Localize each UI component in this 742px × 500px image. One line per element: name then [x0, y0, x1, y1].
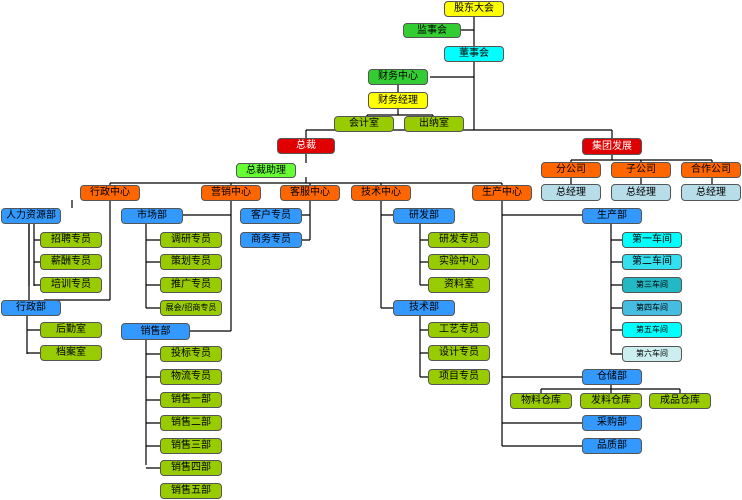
node-workshop-3: 第三车间	[622, 277, 682, 293]
node-business-spec: 商务专员	[240, 232, 302, 248]
node-workshop-4: 第四车间	[622, 300, 682, 316]
node-board: 董事会	[444, 46, 504, 62]
node-admin-center: 行政中心	[80, 185, 140, 201]
node-archive: 档案室	[40, 345, 102, 361]
node-service-center: 客服中心	[280, 185, 340, 201]
node-sales-3: 销售三部	[160, 438, 222, 454]
node-finance-center: 财务中心	[368, 69, 428, 85]
node-research-spec: 调研专员	[160, 232, 222, 248]
node-product-store: 成品仓库	[649, 393, 711, 409]
node-supervisory: 监事会	[403, 23, 461, 38]
node-recruit: 招聘专员	[40, 232, 102, 248]
node-sales-dept: 销售部	[121, 323, 190, 340]
node-accounting: 会计室	[334, 116, 394, 132]
node-quality-dept: 品质部	[582, 438, 642, 454]
node-branch-company: 分公司	[541, 162, 601, 178]
node-workshop-1: 第一车间	[622, 232, 682, 248]
node-project-spec: 项目专员	[428, 369, 490, 385]
node-process-spec: 工艺专员	[428, 322, 490, 338]
node-president: 总裁	[277, 138, 335, 154]
node-production-center: 生产中心	[472, 185, 532, 201]
node-joint-venture: 合作公司	[681, 162, 741, 178]
node-sales-1: 销售一部	[160, 392, 222, 408]
node-marketing-center: 营销中心	[201, 185, 261, 201]
node-workshop-5: 第五车间	[622, 322, 682, 338]
node-material-store: 物料仓库	[510, 393, 572, 409]
node-gm-joint-venture: 总经理	[681, 184, 741, 201]
node-exhibit-spec: 展会/招商专员	[160, 300, 222, 316]
node-president-assistant: 总裁助理	[236, 163, 296, 178]
node-rd-dept: 研发部	[393, 208, 455, 224]
node-market-dept: 市场部	[121, 208, 183, 224]
node-logistics-spec: 物流专员	[160, 369, 222, 385]
node-rd-spec: 研发专员	[428, 232, 490, 248]
node-workshop-6: 第六车间	[622, 346, 682, 362]
node-tech-dept: 技术部	[393, 300, 455, 316]
node-design-spec: 设计专员	[428, 345, 490, 361]
node-data-room: 资料室	[428, 277, 490, 293]
node-finance-manager: 财务经理	[368, 92, 428, 109]
node-customer-spec: 客户专员	[240, 208, 302, 224]
node-admin-dept: 行政部	[1, 300, 61, 316]
node-sales-2: 销售二部	[160, 415, 222, 431]
node-workshop-2: 第二车间	[622, 254, 682, 270]
node-sales-4: 销售四部	[160, 460, 222, 476]
node-cashier: 出纳室	[404, 116, 464, 132]
node-hr-dept: 人力资源部	[1, 208, 61, 224]
node-warehouse-dept: 仓储部	[582, 369, 642, 385]
node-group-dev: 集团发展	[582, 138, 642, 155]
node-shipping-store: 发料仓库	[580, 393, 642, 409]
node-logistics: 后勤室	[40, 322, 102, 338]
node-production-dept: 生产部	[582, 208, 642, 224]
node-tech-center: 技术中心	[351, 185, 411, 201]
node-sales-5: 销售五部	[160, 483, 222, 499]
node-bid-spec: 投标专员	[160, 346, 222, 362]
node-shareholders: 股东大会	[444, 1, 504, 17]
node-purchase-dept: 采购部	[582, 415, 642, 431]
node-planning-spec: 策划专员	[160, 254, 222, 270]
node-lab: 实验中心	[428, 254, 490, 270]
node-salary: 薪酬专员	[40, 254, 102, 270]
node-gm-subsidiary: 总经理	[611, 184, 671, 201]
node-subsidiary: 子公司	[611, 162, 671, 178]
node-training: 培训专员	[40, 277, 102, 293]
node-gm-branch: 总经理	[541, 184, 601, 201]
node-promo-spec: 推广专员	[160, 277, 222, 293]
